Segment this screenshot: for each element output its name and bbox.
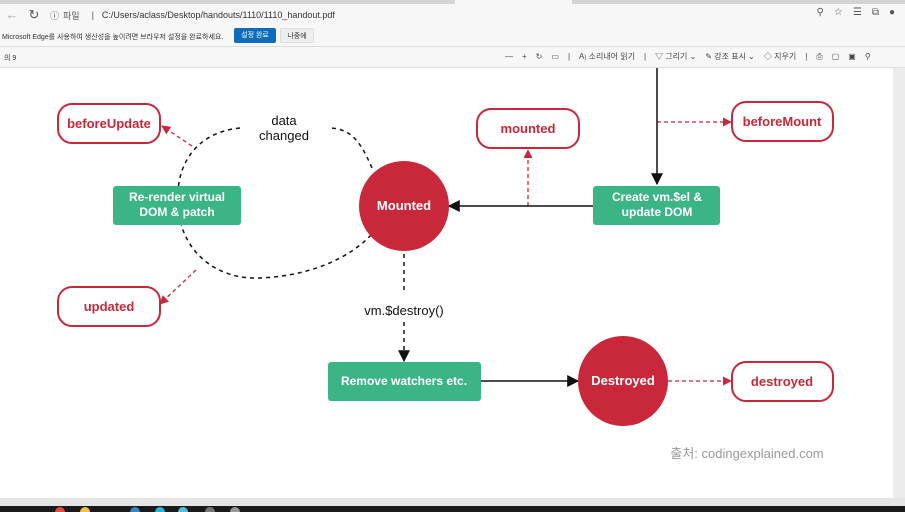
fit-page-icon[interactable]: ▭ bbox=[551, 52, 559, 61]
rotate-icon[interactable]: ↻ bbox=[535, 52, 543, 61]
zoom-icon[interactable]: ⚲ bbox=[816, 7, 824, 18]
favorites-list-icon[interactable]: ☰ bbox=[852, 7, 862, 18]
update-loop-path bbox=[327, 127, 373, 169]
taskbar-app-icon[interactable] bbox=[55, 507, 65, 512]
url-field[interactable]: ⓘ 파일 | C:/Users/aclass/Desktop/handouts/… bbox=[50, 6, 840, 24]
pdf-page: beforeUpdate mounted beforeMount updated… bbox=[0, 68, 893, 498]
before-mount-label: beforeMount bbox=[743, 114, 822, 129]
pin-icon[interactable]: ⚲ bbox=[864, 52, 871, 61]
zoom-in-icon[interactable]: + bbox=[522, 52, 527, 61]
highlight-label: 강조 표시 bbox=[714, 52, 746, 61]
taskbar-edge-icon[interactable] bbox=[155, 507, 165, 512]
separator: | bbox=[91, 10, 94, 20]
draw-label: 그리기 bbox=[665, 52, 688, 61]
pdf-tools: — + ↻ ▭ | A) 소리내어 읽기 | ▽ 그리기 ⌄ ✎ 강조 표시 ⌄… bbox=[505, 51, 871, 62]
tab-strip bbox=[0, 0, 905, 4]
page-indicator: 의 9 bbox=[4, 55, 17, 62]
taskbar-folder-icon[interactable] bbox=[80, 507, 90, 512]
save-icon[interactable]: ▢ bbox=[831, 52, 840, 61]
file-label: 파일 bbox=[63, 10, 80, 21]
vertical-scrollbar[interactable] bbox=[893, 68, 905, 498]
favorite-star-icon[interactable]: ☆ bbox=[833, 7, 843, 18]
mounted-hook bbox=[476, 108, 580, 149]
divider: | bbox=[643, 52, 647, 61]
tab-active-pdf[interactable] bbox=[455, 0, 572, 4]
read-aloud-button[interactable]: A) 소리내어 읽기 bbox=[579, 52, 635, 61]
taskbar-app-icon[interactable] bbox=[205, 507, 215, 512]
back-icon[interactable]: ← bbox=[5, 7, 19, 22]
create-el-label-line2: update DOM bbox=[622, 205, 693, 219]
before-update-hook bbox=[57, 103, 161, 144]
destroyed-hook bbox=[731, 361, 834, 402]
info-icon[interactable]: ⓘ bbox=[50, 10, 60, 21]
create-el-action bbox=[593, 186, 720, 225]
rerender-label-line2: DOM & patch bbox=[139, 205, 214, 219]
rerender-action bbox=[113, 186, 241, 225]
mounted-state-label: Mounted bbox=[377, 198, 431, 213]
destroyed-state-label: Destroyed bbox=[591, 373, 655, 388]
windows-taskbar bbox=[0, 506, 905, 512]
divider: | bbox=[567, 52, 571, 61]
before-update-arrow bbox=[161, 125, 193, 147]
rerender-label-line1: Re-render virtual bbox=[129, 190, 225, 204]
infobar-message: Microsoft Edge를 사용하여 생산성을 높이려면 브라우저 설정을 … bbox=[2, 34, 224, 41]
later-button[interactable]: 나중에 bbox=[280, 28, 314, 43]
refresh-icon[interactable]: ↻ bbox=[28, 7, 40, 22]
create-el-label-line1: Create vm.$el & bbox=[612, 190, 702, 204]
page-gap bbox=[0, 498, 905, 506]
data-changed-line2: changed bbox=[259, 128, 309, 143]
address-bar-actions: ⚲ ☆ ☰ ⧉ ● bbox=[817, 7, 895, 18]
mounted-hook-label: mounted bbox=[501, 121, 556, 136]
draw-button[interactable]: ▽ 그리기 ⌄ bbox=[655, 52, 697, 61]
updated-hook-label: updated bbox=[84, 299, 135, 314]
read-aloud-label: 소리내어 읽기 bbox=[588, 52, 635, 61]
finish-setup-button[interactable]: 설정 완료 bbox=[234, 28, 276, 43]
collections-icon[interactable]: ⧉ bbox=[871, 7, 879, 18]
updated-hook bbox=[57, 286, 161, 327]
zoom-out-icon[interactable]: — bbox=[505, 52, 513, 61]
remove-watchers-label: Remove watchers etc. bbox=[341, 374, 467, 388]
erase-button[interactable]: ◇ 지우기 bbox=[763, 52, 797, 61]
highlight-button[interactable]: ✎ 강조 표시 ⌄ bbox=[705, 52, 755, 61]
source-credit: 출처: codingexplained.com bbox=[670, 446, 823, 461]
erase-label: 지우기 bbox=[774, 52, 797, 61]
url-text: C:/Users/aclass/Desktop/handouts/1110/11… bbox=[101, 10, 335, 20]
divider: | bbox=[805, 52, 808, 61]
before-update-label: beforeUpdate bbox=[67, 116, 151, 131]
destroyed-state bbox=[578, 336, 668, 426]
updated-arrow bbox=[159, 269, 197, 305]
before-mount-hook bbox=[731, 101, 834, 142]
destroyed-hook-label: destroyed bbox=[751, 374, 813, 389]
address-bar: ← ↻ ⓘ 파일 | C:/Users/aclass/Desktop/hando… bbox=[0, 4, 905, 26]
print-icon[interactable]: ⎙ bbox=[816, 51, 823, 61]
destroy-call-label: vm.$destroy() bbox=[364, 303, 443, 318]
vue-lifecycle-diagram: beforeUpdate mounted beforeMount updated… bbox=[57, 68, 834, 461]
taskbar-app-icon[interactable] bbox=[230, 507, 240, 512]
remove-watchers-action bbox=[328, 362, 481, 401]
pdf-toolbar: 의 9 — + ↻ ▭ | A) 소리내어 읽기 | ▽ 그리기 ⌄ ✎ 강조 … bbox=[0, 47, 905, 68]
edge-setup-infobar: Microsoft Edge를 사용하여 생산성을 높이려면 브라우저 설정을 … bbox=[0, 26, 905, 47]
mounted-state bbox=[359, 161, 449, 251]
profile-avatar-icon[interactable]: ● bbox=[888, 7, 895, 18]
data-changed-line1: data bbox=[271, 113, 297, 128]
taskbar-app-icon[interactable] bbox=[130, 507, 140, 512]
taskbar-app-icon[interactable] bbox=[178, 507, 188, 512]
save-as-icon[interactable]: ▣ bbox=[848, 52, 856, 61]
